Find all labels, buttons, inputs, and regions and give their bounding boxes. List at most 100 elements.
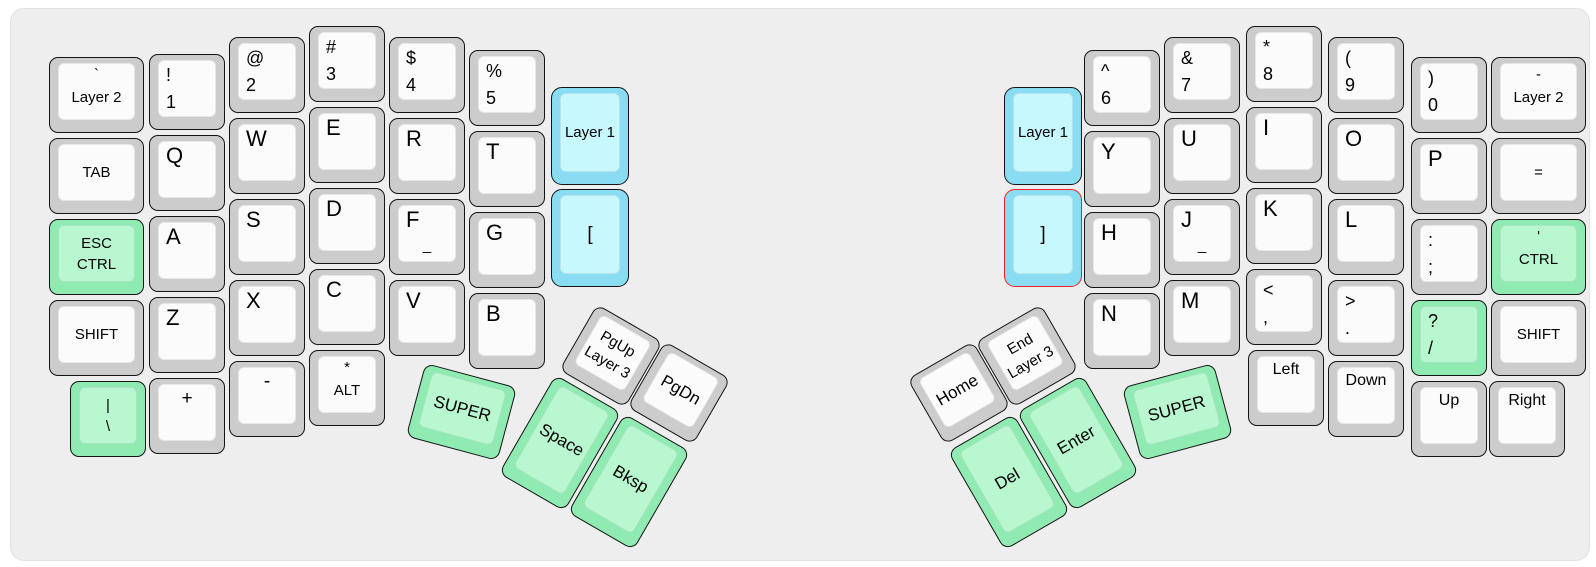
key-m[interactable]: M xyxy=(1164,280,1240,356)
key-minus-layer2[interactable]: -Layer 2 xyxy=(1491,57,1586,133)
key-label: W xyxy=(246,126,267,151)
key-down[interactable]: Down xyxy=(1328,361,1404,437)
key-a[interactable]: A xyxy=(149,216,225,292)
key-0[interactable]: )0 xyxy=(1411,57,1487,133)
key-g[interactable]: G xyxy=(469,212,545,288)
key-e[interactable]: E xyxy=(309,107,385,183)
key-shift-right[interactable]: SHIFT xyxy=(1491,300,1586,376)
key-label: ! xyxy=(166,65,172,85)
keycap-surface: #3 xyxy=(318,32,376,89)
key-comma[interactable]: <, xyxy=(1246,269,1322,345)
key-up[interactable]: Up xyxy=(1411,381,1487,457)
key-p[interactable]: P xyxy=(1411,138,1487,214)
keycap-surface: B xyxy=(478,299,536,356)
keycap-surface: J_ xyxy=(1173,205,1231,262)
key-6[interactable]: ^6 xyxy=(1084,50,1160,126)
key-label: $ xyxy=(406,48,417,68)
key-r[interactable]: R xyxy=(389,118,465,194)
keycap-surface: Right xyxy=(1498,387,1556,444)
key-period[interactable]: >. xyxy=(1328,280,1404,356)
key-b[interactable]: B xyxy=(469,293,545,369)
key-label: K xyxy=(1263,196,1278,221)
keycap-surface: Q xyxy=(158,141,216,198)
key-label: & xyxy=(1181,48,1194,68)
key-label: [ xyxy=(587,223,593,245)
key-w[interactable]: W xyxy=(229,118,305,194)
keycap-surface: Z xyxy=(158,303,216,360)
key-n[interactable]: N xyxy=(1084,293,1160,369)
key-slash[interactable]: ?/ xyxy=(1411,300,1487,376)
key-i[interactable]: I xyxy=(1246,107,1322,183)
key-label: D xyxy=(326,196,342,221)
key-minus[interactable]: - xyxy=(229,361,305,437)
key-label: E xyxy=(326,115,341,140)
keycap-surface: Home xyxy=(917,350,997,430)
key-label: * xyxy=(344,359,350,376)
key-u[interactable]: U xyxy=(1164,118,1240,194)
key-h[interactable]: H xyxy=(1084,212,1160,288)
key-label: | xyxy=(106,396,110,414)
key-super-left[interactable]: SUPER xyxy=(405,363,517,461)
key-3[interactable]: #3 xyxy=(309,26,385,102)
key-label: PgDn xyxy=(657,370,705,409)
key-label: Home xyxy=(932,369,982,410)
keycap-surface: ] xyxy=(1013,195,1073,274)
key-9[interactable]: (9 xyxy=(1328,37,1404,113)
key-j[interactable]: J_ xyxy=(1164,199,1240,275)
key-2[interactable]: @2 xyxy=(229,37,305,113)
key-label: Enter xyxy=(1053,421,1099,458)
keycap-surface: SUPER xyxy=(417,371,507,447)
key-v[interactable]: V xyxy=(389,280,465,356)
key-5[interactable]: %5 xyxy=(469,50,545,126)
key-y[interactable]: Y xyxy=(1084,131,1160,207)
key-8[interactable]: *8 xyxy=(1246,26,1322,102)
key-rbracket[interactable]: ] xyxy=(1004,189,1082,287)
key-equals[interactable]: = xyxy=(1491,138,1586,214)
key-layer1-left[interactable]: Layer 1 xyxy=(551,87,629,185)
key-left[interactable]: Left xyxy=(1248,350,1324,426)
key-f[interactable]: F_ xyxy=(389,199,465,275)
key-lbracket[interactable]: [ xyxy=(551,189,629,287)
key-label: Del xyxy=(991,463,1023,494)
key-shift-left[interactable]: SHIFT xyxy=(49,300,144,376)
keycap-surface: A xyxy=(158,222,216,279)
key-label: Z xyxy=(166,305,180,330)
key-plus[interactable]: + xyxy=(149,378,225,454)
key-l[interactable]: L xyxy=(1328,199,1404,275)
key-label: Layer 2 xyxy=(71,89,122,106)
key-q[interactable]: Q xyxy=(149,135,225,211)
key-k[interactable]: K xyxy=(1246,188,1322,264)
key-star-alt[interactable]: *ALT xyxy=(309,350,385,426)
key-t[interactable]: T xyxy=(469,131,545,207)
key-x[interactable]: X xyxy=(229,280,305,356)
homing-mark: _ xyxy=(422,237,432,254)
keycap-surface: SUPER xyxy=(1131,371,1221,447)
keycap-surface: SHIFT xyxy=(58,306,135,363)
key-c[interactable]: C xyxy=(309,269,385,345)
key-o[interactable]: O xyxy=(1328,118,1404,194)
key-4[interactable]: $4 xyxy=(389,37,465,113)
key-label: > xyxy=(1345,291,1356,311)
key-7[interactable]: &7 xyxy=(1164,37,1240,113)
key-pipe-backslash[interactable]: |\ xyxy=(70,381,146,457)
key-tab[interactable]: TAB xyxy=(49,138,144,214)
key-s[interactable]: S xyxy=(229,199,305,275)
key-z[interactable]: Z xyxy=(149,297,225,373)
key-super-right[interactable]: SUPER xyxy=(1121,363,1233,461)
key-label: . xyxy=(1345,318,1351,338)
key-label: O xyxy=(1345,126,1363,151)
key-layer1-right[interactable]: Layer 1 xyxy=(1004,87,1082,185)
key-1[interactable]: !1 xyxy=(149,54,225,130)
key-d[interactable]: D xyxy=(309,188,385,264)
key-grave-layer2[interactable]: `Layer 2 xyxy=(49,57,144,133)
key-label: < xyxy=(1263,280,1274,300)
key-quote-ctrl[interactable]: 'CTRL xyxy=(1491,219,1586,295)
key-right[interactable]: Right xyxy=(1489,381,1565,457)
key-label: Down xyxy=(1345,372,1387,389)
keycap-surface: V xyxy=(398,286,456,343)
key-semicolon[interactable]: :; xyxy=(1411,219,1487,295)
